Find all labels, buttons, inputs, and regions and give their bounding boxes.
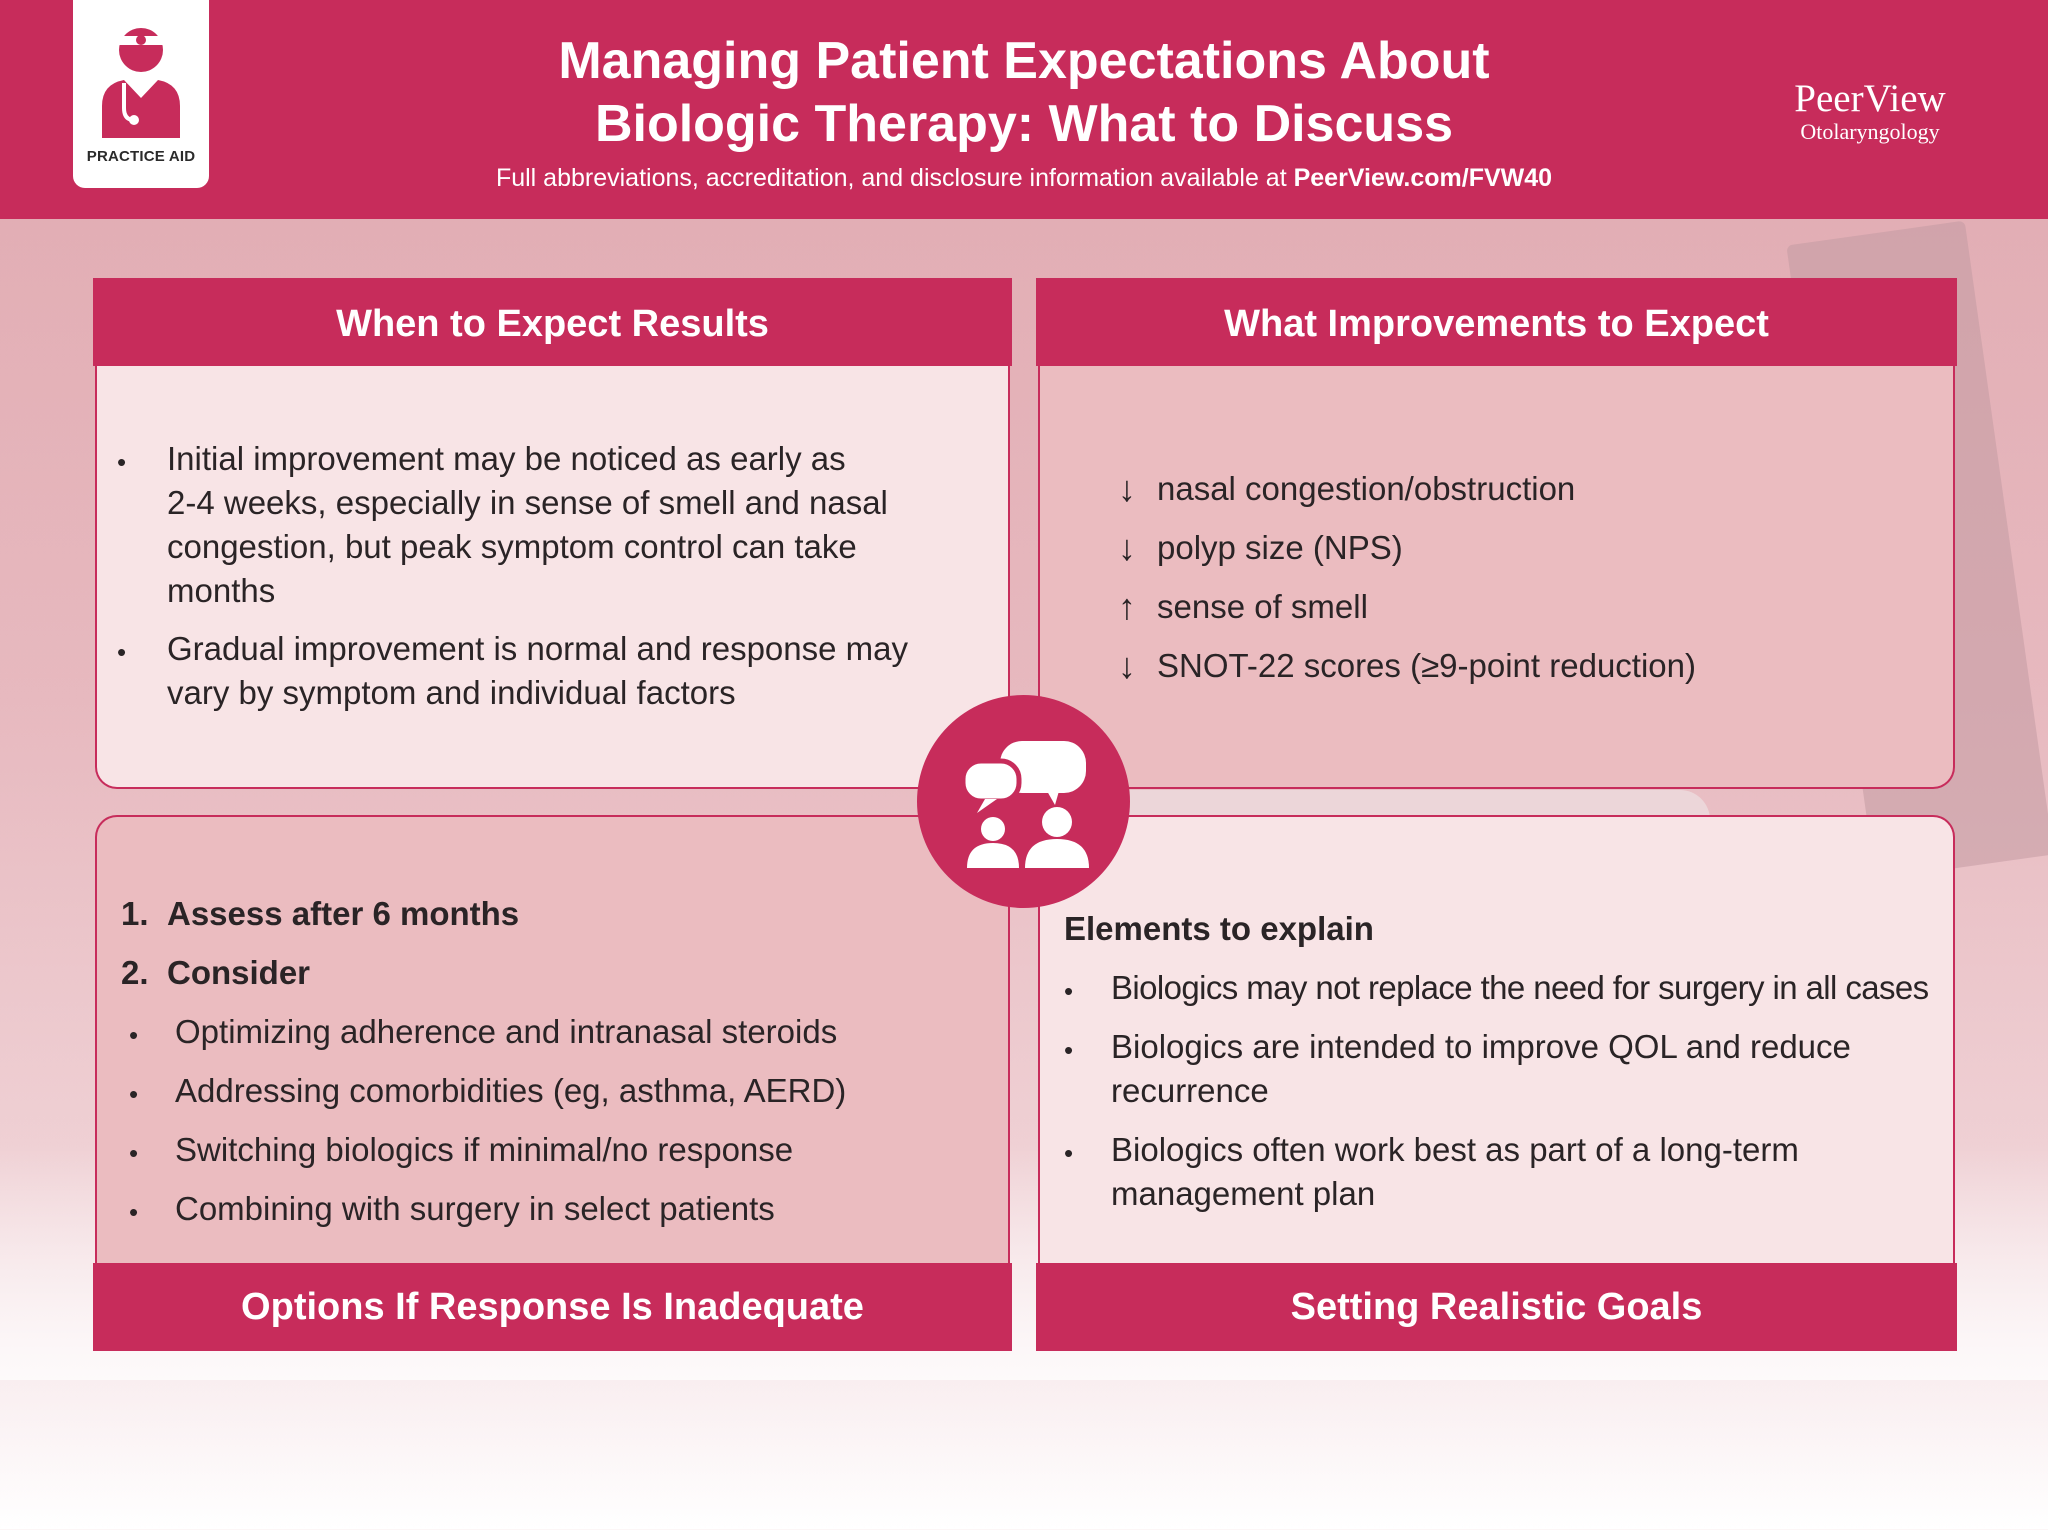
page-title: Managing Patient Expectations About Biol… <box>380 30 1668 156</box>
panel-when-to-expect: • Initial improvement may be noticed as … <box>95 366 1010 789</box>
bullet-line: congestion, but peak symptom control can… <box>167 528 857 565</box>
step-number: 1. <box>121 895 149 932</box>
subtitle-link[interactable]: PeerView.com/FVW40 <box>1293 164 1553 192</box>
improvement-item: sense of smell <box>1157 588 1368 625</box>
up-arrow-icon: ↑ <box>1118 586 1136 627</box>
option-item: Addressing comorbidities (eg, asthma, AE… <box>175 1072 847 1109</box>
step-text: Assess after 6 months <box>167 895 520 932</box>
improvement-item: nasal congestion/obstruction <box>1157 470 1576 507</box>
panel-heading-when: When to Expect Results <box>93 278 1012 366</box>
goal-line: management plan <box>1111 1175 1376 1212</box>
goal-line: Biologics are intended to improve QOL an… <box>1111 1028 1851 1065</box>
bullet-line: Gradual improvement is normal and respon… <box>167 630 909 667</box>
badge-label: PRACTICE AID <box>86 148 196 165</box>
practice-aid-badge: PRACTICE AID <box>73 0 209 188</box>
goal-line: Biologics often work best as part of a l… <box>1111 1131 1799 1168</box>
bullet-dot: • <box>117 447 127 477</box>
down-arrow-icon: ↓ <box>1118 468 1136 509</box>
bullet-dot: • <box>129 1197 139 1227</box>
goal-line: Biologics may not replace the need for s… <box>1111 969 1929 1006</box>
improvement-item: polyp size (NPS) <box>1157 529 1403 566</box>
panel-heading-options: Options If Response Is Inadequate <box>93 1263 1012 1351</box>
bullet-line: Initial improvement may be noticed as ea… <box>167 440 846 477</box>
down-arrow-icon: ↓ <box>1118 645 1136 686</box>
title-line-1: Managing Patient Expectations About <box>558 32 1490 90</box>
bullet-dot: • <box>1064 976 1074 1006</box>
down-arrow-icon: ↓ <box>1118 527 1136 568</box>
bullet-dot: • <box>129 1138 139 1168</box>
peerview-logo: PeerView Otolaryngology <box>1760 78 1980 144</box>
logo-name: PeerView <box>1794 77 1946 120</box>
panel-heading-improvements: What Improvements to Expect <box>1036 278 1957 366</box>
conversation-icon <box>960 741 1089 868</box>
step-number: 2. <box>121 954 149 991</box>
subtitle: Full abbreviations, accreditation, and d… <box>380 164 1668 193</box>
panel-improvements: ↓ nasal congestion/obstruction ↓ polyp s… <box>1038 366 1955 789</box>
bullet-dot: • <box>129 1079 139 1109</box>
logo-subtitle: Otolaryngology <box>1800 119 1940 144</box>
doctor-icon <box>102 28 180 138</box>
title-line-2: Biologic Therapy: What to Discuss <box>594 95 1454 153</box>
bullet-dot: • <box>129 1020 139 1050</box>
header-banner: PRACTICE AID Managing Patient Expectatio… <box>0 0 2048 219</box>
option-item: Optimizing adherence and intranasal ster… <box>175 1013 838 1050</box>
bullet-dot: • <box>1064 1138 1074 1168</box>
option-item: Switching biologics if minimal/no respon… <box>175 1131 794 1168</box>
option-item: Combining with surgery in select patient… <box>175 1190 775 1227</box>
center-icon-circle <box>917 695 1130 908</box>
bullet-dot: • <box>117 637 127 667</box>
panel-goals: Elements to explain • Biologics may not … <box>1038 815 1955 1263</box>
panel-heading-goals: Setting Realistic Goals <box>1036 1263 1957 1351</box>
subtitle-text: Full abbreviations, accreditation, and d… <box>495 164 1294 192</box>
bullet-line: 2-4 weeks, especially in sense of smell … <box>167 484 888 521</box>
step-text: Consider <box>167 954 311 991</box>
bullet-line: vary by symptom and individual factors <box>167 674 736 711</box>
goals-subheading: Elements to explain <box>1064 910 1374 947</box>
bullet-dot: • <box>1064 1035 1074 1065</box>
goal-line: recurrence <box>1111 1072 1269 1109</box>
panel-options: 1. Assess after 6 months 2. Consider • O… <box>95 815 1010 1263</box>
bullet-line: months <box>167 572 276 609</box>
improvement-item: SNOT-22 scores (≥9-point reduction) <box>1157 647 1696 684</box>
